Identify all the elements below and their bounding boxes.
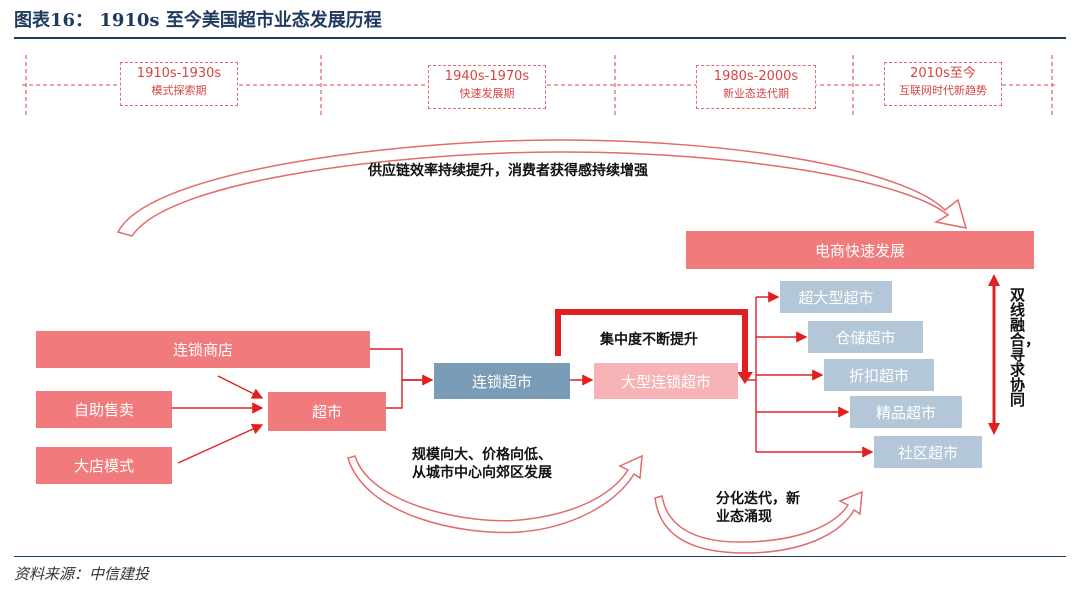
premium-supermarket-box: 精品超市 [850, 396, 962, 428]
arrow-self-service-line [217, 375, 264, 399]
figure-title: 图表16： 1910s 至今美国超市业态发展历程 [14, 10, 382, 31]
arrow-chain-store [370, 348, 434, 386]
scale-label-line: 规模向大、价格向低、 [412, 447, 552, 463]
concentration-arrowhead [737, 372, 753, 384]
era-box: 1940s-1970s 快速发展期 [428, 65, 546, 109]
era-years: 1940s-1970s [444, 69, 530, 84]
diversify-label: 分化迭代，新 业态涌现 [716, 490, 800, 526]
large-chain-supermarket-box: 大型连锁超市 [594, 363, 738, 399]
era-stage: 模式探索期 [151, 84, 207, 97]
chain-supermarket-box: 连锁超市 [434, 363, 570, 399]
discount-supermarket-box: 折扣超市 [824, 359, 934, 391]
era-stage: 新业态迭代期 [723, 87, 789, 100]
era-box: 1910s-1930s 模式探索期 [120, 62, 238, 106]
era-box: 1980s-2000s 新业态迭代期 [696, 65, 816, 109]
diversify-label-line: 业态涌现 [716, 509, 772, 525]
diversify-label-line: 分化迭代，新 [716, 491, 800, 507]
era-box: 2010s至今 互联网时代新趋势 [884, 62, 1002, 106]
concentration-label: 集中度不断提升 [600, 332, 698, 348]
chain-store-box: 连锁商店 [36, 331, 370, 368]
self-service-box: 自助售卖 [36, 391, 172, 428]
integration-arrow-bottom [988, 423, 1000, 435]
era-years: 1910s-1930s [136, 66, 222, 81]
concentration-bracket [555, 309, 748, 376]
footer-divider [14, 556, 1066, 557]
title-divider [14, 37, 1066, 39]
era-stage: 快速发展期 [459, 87, 515, 100]
integration-label: 双线融合，寻求协同 [1010, 286, 1041, 409]
arrow-big-store [177, 423, 264, 464]
warehouse-supermarket-box: 仓储超市 [808, 321, 923, 353]
diversify-arc [654, 490, 863, 554]
ecommerce-box: 电商快速发展 [686, 231, 1034, 269]
big-store-box: 大店模式 [36, 447, 172, 484]
efficiency-arc [116, 139, 968, 237]
supermarket-box: 超市 [268, 392, 386, 431]
arrow-supermarket [386, 379, 432, 409]
scale-label-line: 从城市中心向郊区发展 [412, 465, 552, 481]
community-supermarket-box: 社区超市 [874, 436, 982, 468]
era-years: 2010s至今 [910, 66, 976, 81]
source-note: 资料来源：中信建投 [14, 565, 150, 583]
arc-caption: 供应链效率持续提升，消费者获得感持续增强 [368, 163, 648, 179]
era-stage: 互联网时代新趋势 [899, 84, 987, 97]
era-years: 1980s-2000s [713, 69, 799, 84]
mega-supermarket-box: 超大型超市 [780, 281, 892, 313]
integration-arrow-top [988, 274, 1000, 286]
scale-arc [347, 454, 643, 534]
scale-label: 规模向大、价格向低、 从城市中心向郊区发展 [412, 446, 552, 482]
